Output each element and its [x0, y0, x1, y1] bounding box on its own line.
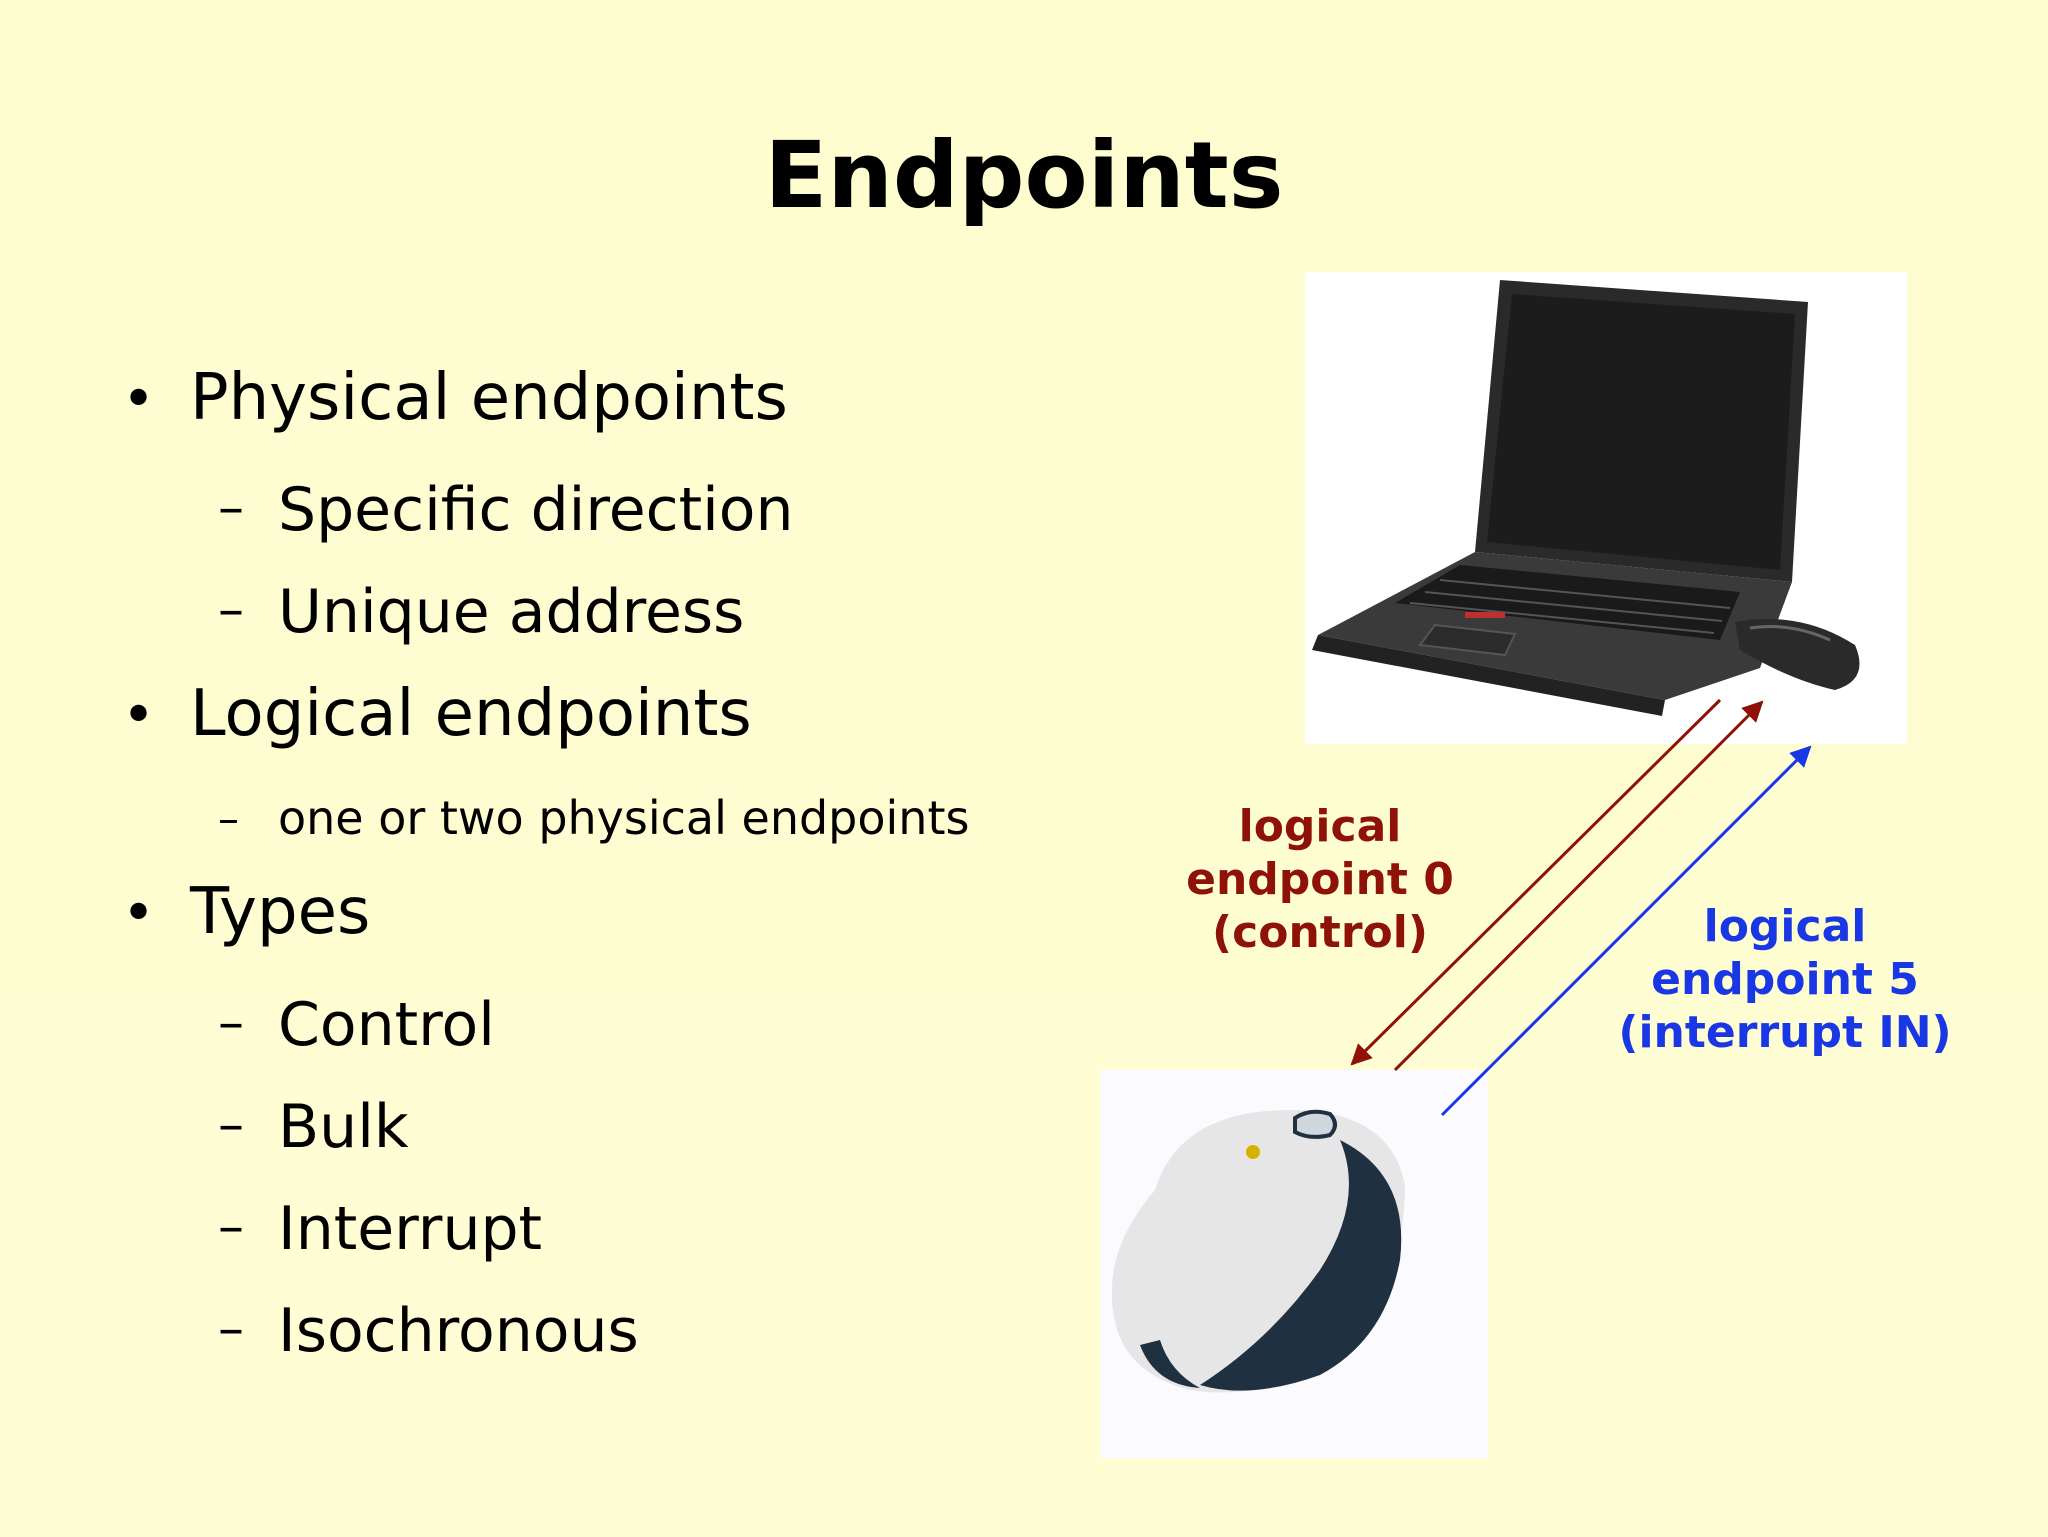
mouse-icon	[1111, 1109, 1405, 1393]
label-line: endpoint 0	[1186, 854, 1454, 905]
label-line: logical	[1238, 801, 1402, 852]
subitem-isochronous: Isochronous	[278, 1296, 639, 1366]
label-line: (control)	[1212, 907, 1428, 958]
label-line: endpoint 5	[1651, 954, 1919, 1005]
label-line: (interrupt IN)	[1618, 1007, 1952, 1058]
slide-title: Endpoints	[764, 122, 1284, 229]
subitem-unique-address: Unique address	[278, 577, 745, 647]
dash-glyph: –	[218, 478, 244, 538]
bullet-glyph: •	[122, 683, 156, 748]
bullet-glyph: •	[122, 881, 156, 946]
dash-glyph: –	[218, 1095, 244, 1155]
bullet-physical-endpoints: Physical endpoints	[190, 361, 788, 435]
dash-glyph: –	[218, 580, 244, 640]
dash-glyph: –	[218, 1299, 244, 1359]
subitem-one-or-two-physical-endpoints: one or two physical endpoints	[278, 791, 970, 845]
bullet-glyph: •	[122, 367, 156, 432]
laptop-icon	[1312, 280, 1860, 716]
label-logical-endpoint-0: logical endpoint 0 (control)	[1150, 800, 1490, 959]
ep0-out-arrow	[1350, 698, 1722, 1066]
ep0-in-arrow	[1393, 700, 1764, 1072]
dash-glyph: –	[218, 993, 244, 1053]
bullet-types: Types	[190, 875, 371, 949]
bullet-logical-endpoints: Logical endpoints	[190, 677, 752, 751]
label-logical-endpoint-5: logical endpoint 5 (interrupt IN)	[1600, 900, 1970, 1059]
ep5-in-arrow	[1440, 745, 1812, 1117]
subitem-bulk: Bulk	[278, 1092, 409, 1162]
subitem-specific-direction: Specific direction	[278, 475, 794, 545]
label-line: logical	[1703, 901, 1867, 952]
subitem-control: Control	[278, 990, 495, 1060]
dash-glyph: –	[218, 1197, 244, 1257]
subitem-interrupt: Interrupt	[278, 1194, 543, 1264]
dash-glyph: –	[218, 794, 239, 843]
